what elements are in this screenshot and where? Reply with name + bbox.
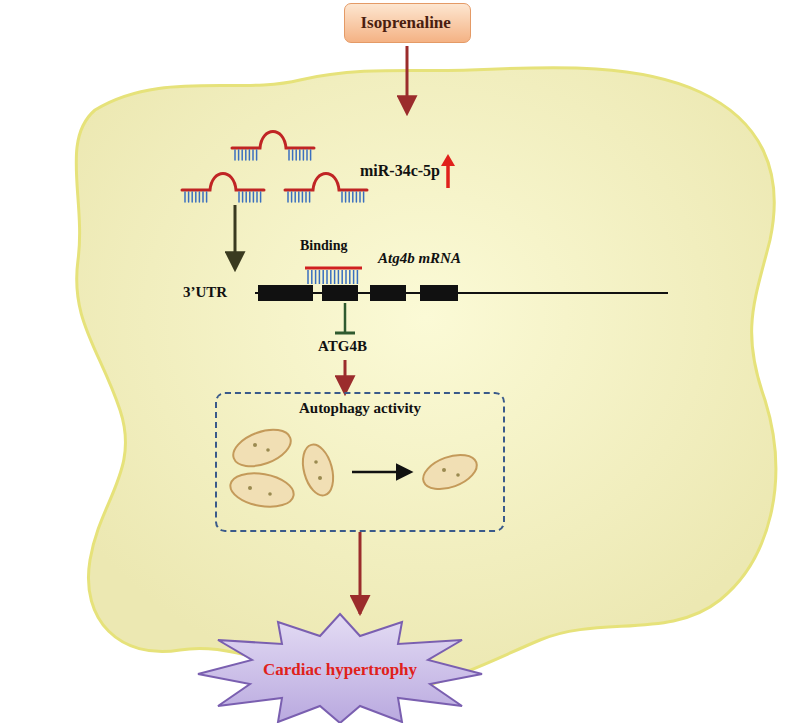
binding-label: Binding bbox=[300, 238, 347, 254]
mirna-label: miR-34c-5p bbox=[360, 162, 440, 180]
node-text: Cardiac hypertrophy bbox=[263, 660, 417, 680]
outcome-burst: Cardiac hypertrophy bbox=[240, 640, 440, 700]
mrna-label: Atg4b mRNA bbox=[378, 250, 461, 267]
stimulus-box: Isoprenaline bbox=[344, 3, 471, 43]
node-text: Autophagy activity bbox=[217, 400, 503, 417]
node-text: Isoprenaline bbox=[361, 13, 454, 33]
connector-arrow bbox=[359, 532, 362, 614]
protein-label: ATG4B bbox=[318, 338, 367, 355]
process-box: Autophagy activity bbox=[215, 392, 505, 532]
utr-label: 3’UTR bbox=[183, 284, 227, 301]
